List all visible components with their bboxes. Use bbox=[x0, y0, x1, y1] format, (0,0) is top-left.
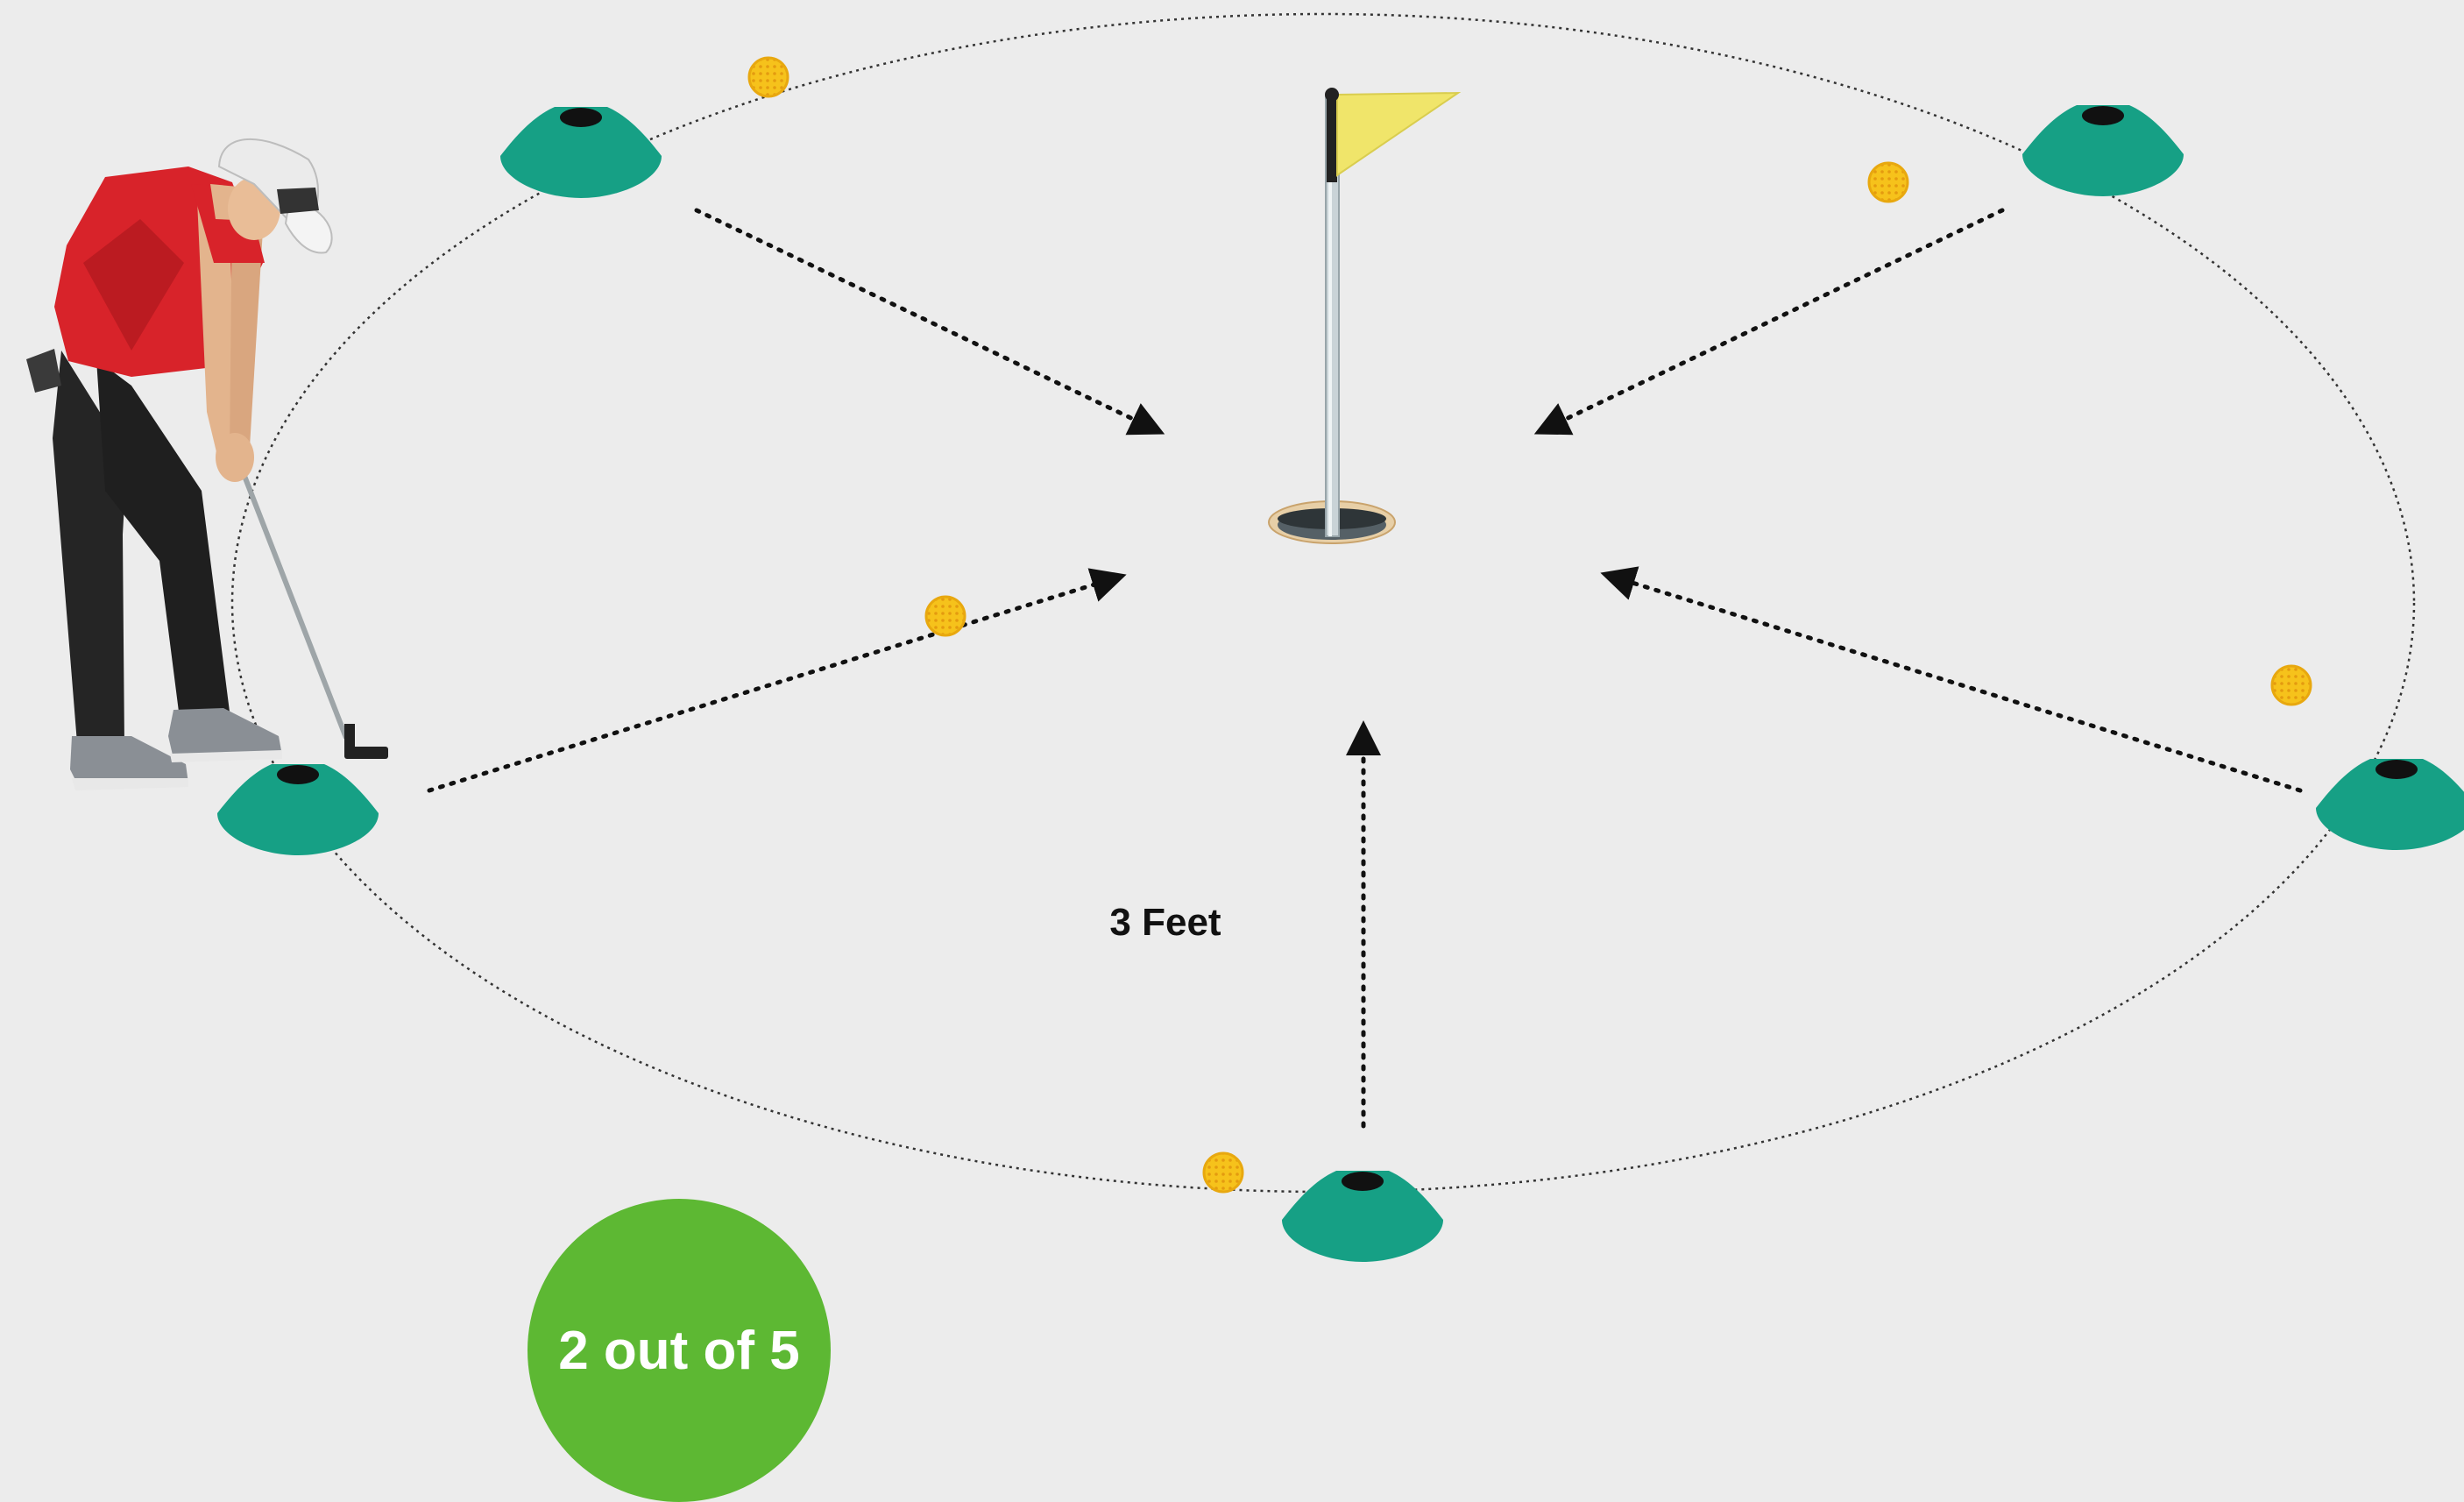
golf-ball-icon bbox=[1204, 1153, 1243, 1192]
direction-arrows bbox=[429, 210, 2300, 1126]
arrow-right bbox=[1607, 575, 2300, 790]
golfer-icon bbox=[26, 139, 388, 790]
cone-icon bbox=[2022, 105, 2184, 196]
score-text: 2 out of 5 bbox=[558, 1320, 800, 1382]
score-badge: 2 out of 5 bbox=[527, 1199, 831, 1502]
distance-label: 3 Feet bbox=[1051, 901, 1279, 945]
golf-ball-icon bbox=[926, 597, 965, 635]
arrow-top-right bbox=[1540, 210, 2002, 431]
golf-ball-icon bbox=[749, 58, 788, 96]
golf-ball-icon bbox=[2272, 666, 2311, 705]
cone-icon bbox=[500, 107, 662, 198]
cone-icon bbox=[217, 764, 379, 855]
arrow-top-left bbox=[697, 210, 1158, 431]
arrow-left bbox=[429, 577, 1120, 790]
cones bbox=[217, 105, 2464, 1262]
golf-ball-icon bbox=[1869, 163, 1908, 202]
flagstick-icon bbox=[1325, 88, 1458, 536]
golf-balls bbox=[749, 58, 2311, 1192]
cone-icon bbox=[2316, 759, 2464, 850]
cone-icon bbox=[1282, 1171, 1443, 1262]
